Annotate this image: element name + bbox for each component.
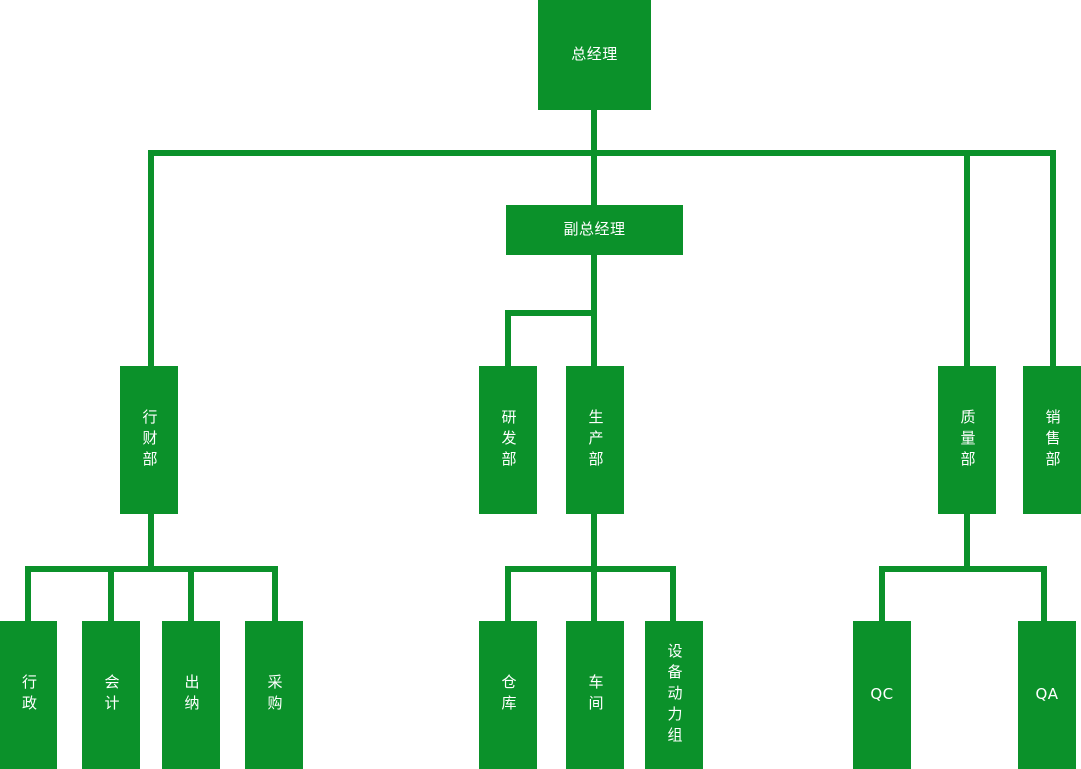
node-label: 仓库 [499,674,518,716]
node-label: QC [870,685,894,704]
node-quality-dept[interactable]: 质量部 [938,366,996,514]
node-rnd-dept[interactable]: 研发部 [479,366,537,514]
connector-admin-fin-bus [25,566,278,572]
connector-level1-bus [148,150,1056,156]
node-label: 副总经理 [563,220,626,239]
node-qc[interactable]: QC [853,621,911,769]
connector-drop-rnd [505,310,511,368]
connector-gm-stem [591,110,597,156]
node-label: QA [1035,685,1059,704]
node-equipment-power-group[interactable]: 设备动力组 [645,621,703,769]
connector-drop-qa [1041,566,1047,624]
connector-drop-cashier [188,566,194,624]
node-general-manager[interactable]: 总经理 [538,0,651,110]
node-label: 采购 [265,674,284,716]
node-sales-dept[interactable]: 销售部 [1023,366,1081,514]
connector-drop-acct [108,566,114,624]
node-deputy-general-manager[interactable]: 副总经理 [506,205,683,255]
node-accounting[interactable]: 会计 [82,621,140,769]
connector-dgm-bus [505,310,597,316]
connector-drop-dgm [591,150,597,208]
node-procurement[interactable]: 采购 [245,621,303,769]
connector-drop-warehouse [505,566,511,624]
node-qa[interactable]: QA [1018,621,1076,769]
node-label: 车间 [586,674,605,716]
connector-quality-bus [879,566,1047,572]
connector-drop-quality [964,150,970,366]
node-label: 行政 [20,674,38,716]
connector-drop-admin [25,566,31,624]
node-label: 会计 [102,674,121,716]
node-label: 生产部 [586,408,605,472]
node-label: 质量部 [958,408,977,472]
node-label: 总经理 [571,45,618,64]
connector-drop-qc [879,566,885,624]
connector-drop-purchase [272,566,278,624]
connector-drop-sales [1050,150,1056,366]
connector-admin-fin-stem [148,514,154,572]
node-admin-finance-dept[interactable]: 行财部 [120,366,178,514]
node-warehouse[interactable]: 仓库 [479,621,537,769]
connector-drop-workshop [591,566,597,624]
node-label: 销售部 [1043,408,1062,472]
node-cashier[interactable]: 出纳 [162,621,220,769]
node-administration[interactable]: 行政 [0,621,57,769]
connector-quality-stem [964,514,970,572]
node-label: 出纳 [182,674,201,716]
node-label: 研发部 [499,408,518,472]
node-workshop[interactable]: 车间 [566,621,624,769]
node-label: 设备动力组 [665,642,684,748]
connector-drop-admin-fin [148,150,154,366]
connector-drop-equipment [670,566,676,624]
node-production-dept[interactable]: 生产部 [566,366,624,514]
node-label: 行财部 [140,408,159,472]
connector-prod-bus [505,566,676,572]
